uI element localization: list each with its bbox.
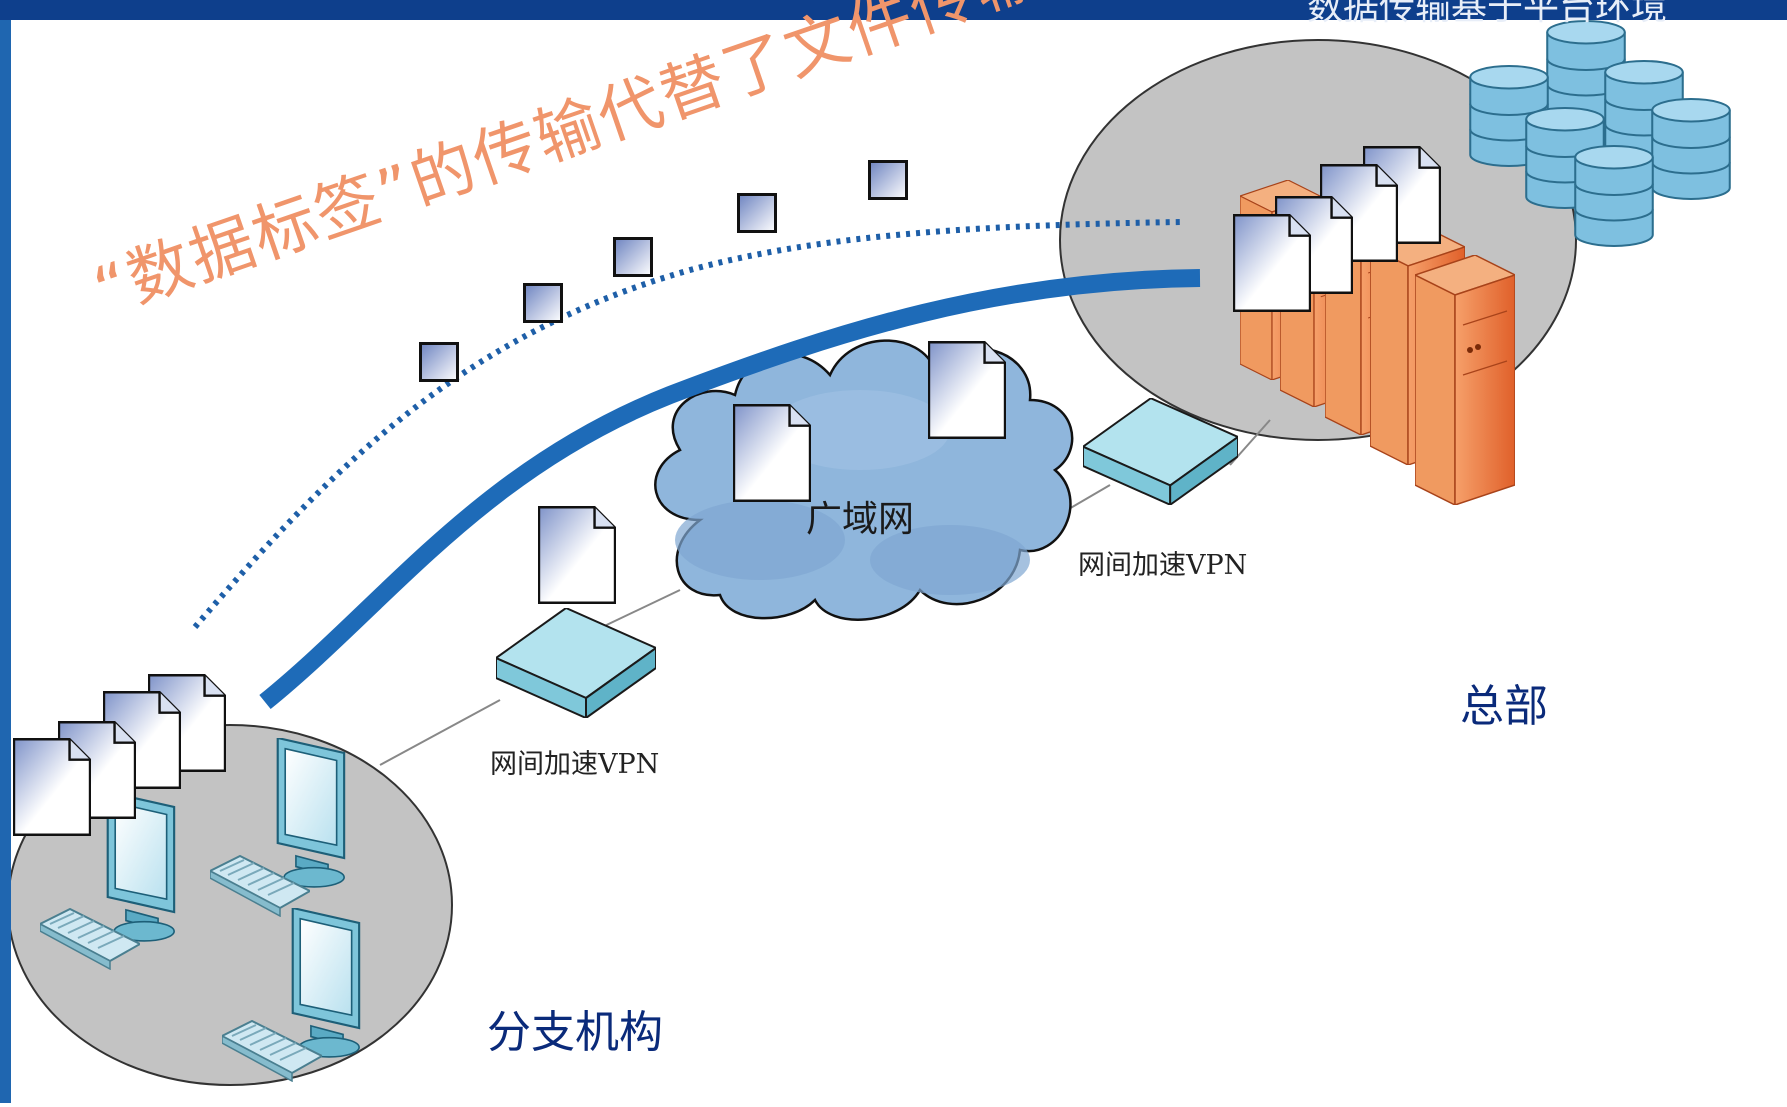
file-transfer-path — [259, 269, 1201, 709]
document-icon — [538, 505, 616, 605]
top-banner: 数据传输基于平台环境 — [0, 0, 1787, 28]
tag-transfer-path — [192, 219, 1181, 629]
banner-title: 数据传输基于平台环境 — [1306, 0, 1667, 28]
vpn-label-hq: 网间加速VPN — [1078, 550, 1248, 581]
database-icon — [1651, 98, 1731, 200]
wan-label: 广域网 — [806, 499, 915, 540]
data-tag-icon — [737, 193, 777, 233]
data-tag-icon — [523, 283, 563, 323]
document-icon — [928, 340, 1006, 440]
database-icon — [1574, 145, 1654, 247]
vpn-label-branch: 网间加速VPN — [490, 749, 660, 780]
data-tag-icon — [419, 342, 459, 382]
vpn-router-icon — [496, 608, 656, 718]
document-icon — [733, 403, 811, 503]
hq-label: 总部 — [1460, 681, 1548, 732]
server-rack-icon — [1415, 255, 1515, 505]
branch-label: 分支机构 — [487, 1007, 663, 1058]
data-tag-icon — [613, 237, 653, 277]
data-tag-icon — [868, 160, 908, 200]
link-branch-vpn — [379, 699, 501, 766]
document-icon — [1233, 213, 1311, 313]
document-icon — [13, 737, 91, 837]
left-accent-bar — [0, 20, 11, 1103]
